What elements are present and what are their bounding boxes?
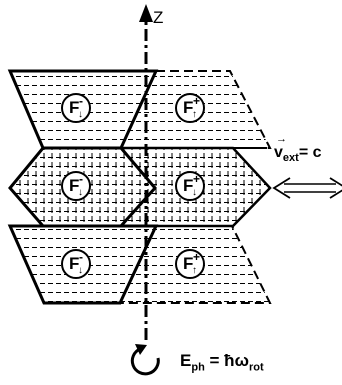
equation-rhs: = ħω <box>209 351 249 370</box>
velocity-rhs: = c <box>298 144 322 161</box>
node-arrow: ↓ <box>78 265 83 276</box>
node-sign: - <box>79 172 83 186</box>
velocity-label: →vext= c <box>274 133 322 165</box>
node-arrow: ↓ <box>78 187 83 198</box>
node-sign: - <box>79 250 83 264</box>
vector-arrow-icon: → <box>276 133 287 145</box>
node-letter: F <box>183 254 194 273</box>
node-arrow: ↓ <box>192 187 197 198</box>
node-arrow: ↓ <box>78 109 83 120</box>
node-sign: + <box>193 250 201 264</box>
node-f-minus-top: F - ↓ <box>61 93 91 123</box>
velocity-double-arrow <box>272 177 342 199</box>
node-sign: + <box>193 94 201 108</box>
z-axis-label: Z <box>153 8 164 27</box>
node-letter: F <box>69 254 80 273</box>
node-arrow: ↑ <box>192 265 197 276</box>
node-f-minus-middle: F - ↓ <box>61 171 91 201</box>
equation-rhs-subscript: rot <box>248 361 264 374</box>
node-sign: - <box>79 94 83 108</box>
photon-energy-equation: Eph = ħωrot <box>180 351 264 373</box>
node-f-plus-bottom: F + ↑ <box>175 249 205 279</box>
equation-lhs-subscript: ph <box>191 361 205 374</box>
rotation-arrowhead <box>135 344 147 355</box>
node-letter: F <box>69 176 80 195</box>
node-arrow: ↑ <box>192 109 197 120</box>
equation-lhs: E <box>180 351 192 370</box>
rotation-arrow-icon <box>130 347 160 376</box>
node-letter: F <box>183 176 194 195</box>
z-axis-arrowhead <box>139 4 153 22</box>
node-f-minus-bottom: F - ↓ <box>61 249 91 279</box>
velocity-symbol: v <box>274 144 283 161</box>
node-f-plus-middle: F + ↓ <box>175 171 205 201</box>
node-f-plus-top: F + ↑ <box>175 93 205 123</box>
velocity-subscript: ext <box>282 152 299 165</box>
node-letter: F <box>69 98 80 117</box>
node-letter: F <box>183 98 194 117</box>
node-sign: + <box>193 172 201 186</box>
